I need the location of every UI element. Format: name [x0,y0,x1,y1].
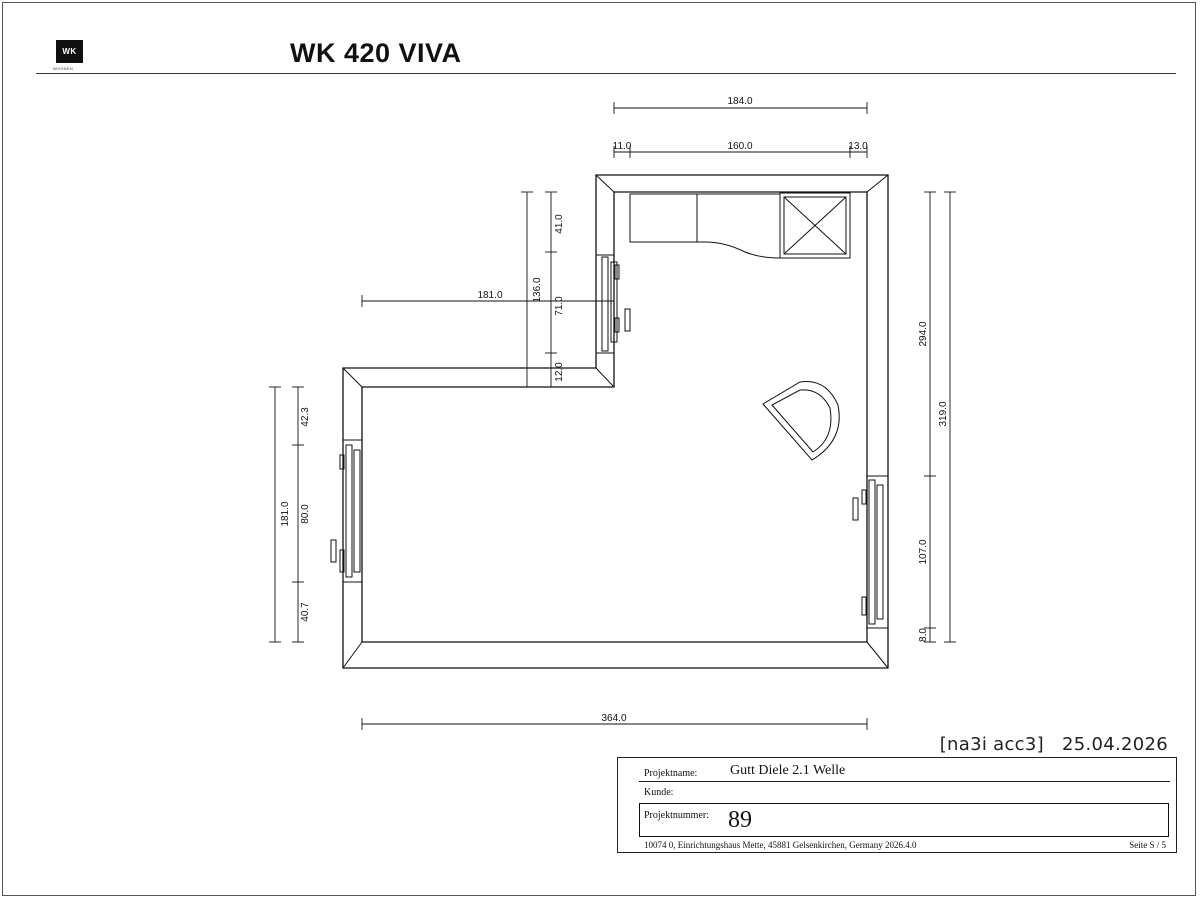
brand-logo: WK [56,40,83,63]
armchair-outer [762,380,840,461]
dim-label-top-overall: 184.0 [727,96,752,107]
dim-label-top-mid: 160.0 [727,141,752,152]
title-block-rule [639,781,1170,782]
door-handle [339,454,345,470]
left-wall-door [330,439,362,583]
door-leaf [353,449,361,573]
dimension-lines [269,102,956,730]
sideboard-body [629,193,781,259]
dim-label-alcove-41: 41.0 [554,214,565,234]
wall-corner-line [595,367,615,388]
wall-corner-line [342,641,363,669]
door-handle [614,317,620,333]
header-divider [36,73,1176,74]
project-number-label: Projektnummer: [644,810,709,821]
project-number-value: 89 [728,807,752,833]
stamp-code: [na3i acc3] [939,734,1044,755]
wall-corner-line [595,174,615,193]
dim-label-right-8: 8.0 [918,628,929,642]
brand-logo-subtitle: WOHNEN [53,66,74,71]
square-cabinet-cross [783,196,847,255]
room-walls [342,174,889,669]
title-block: Projektname: Gutt Diele 2.1 Welle Kunde:… [617,757,1177,853]
door-handle [330,539,337,563]
revision-stamp: [na3i acc3] 25.04.2026 [940,734,1168,755]
dim-label-alcove-136: 136.0 [532,277,543,302]
dim-label-bottom-overall: 364.0 [601,713,626,724]
title-block-footer-address: 10074 0, Einrichtungshaus Mette, 45881 G… [644,840,917,850]
dim-label-alcove-12: 12.0 [554,362,565,382]
armchair-inner [771,389,832,453]
dim-label-left-80: 80.0 [300,504,311,524]
dim-label-top-left: 11.0 [613,141,632,152]
door-leaf [876,484,884,620]
dim-label-left-181: 181.0 [280,501,291,526]
right-wall-door [852,475,888,629]
wall-outer-outline [342,174,889,669]
dim-label-right-107: 107.0 [918,539,929,564]
project-number-box [639,803,1169,837]
door-handle [624,308,631,332]
door-handle [861,489,867,505]
dimension-labels: 184.0 11.0 160.0 13.0 41.0 136.0 71.0 12… [280,96,949,724]
dim-label-right-319: 319.0 [938,401,949,426]
dim-label-alcove-width: 181.0 [477,290,502,301]
customer-label: Kunde: [644,787,674,798]
armchair [762,380,840,461]
door-handle [339,549,345,573]
door-leaf [601,256,609,352]
wall-corner-line [866,641,889,669]
door-handle [852,497,859,521]
stamp-date: 25.04.2026 [1061,734,1168,755]
door-handle [861,596,867,616]
title-block-footer-page: Seite S / 5 [1129,840,1166,850]
square-cabinet [779,192,851,259]
document-title: WK 420 VIVA [290,38,462,68]
wall-corner-line [342,367,363,388]
door-leaf [610,261,618,343]
wall-inner-outline [361,191,868,643]
door-leaf [345,444,353,578]
sideboard-unit [629,192,851,259]
dim-label-right-294: 294.0 [918,321,929,346]
dim-label-left-40: 40.7 [300,602,311,622]
dim-label-left-42: 42.3 [300,407,311,427]
alcove-door [596,254,631,354]
wall-corner-line [866,174,889,193]
project-name-value: Gutt Diele 2.1 Welle [730,763,846,778]
door-leaf [868,479,876,625]
project-name-label: Projektname: [644,768,698,779]
dim-label-alcove-71: 71.0 [554,296,565,316]
door-handle [614,264,620,280]
dim-label-top-right: 13.0 [848,141,868,152]
square-cabinet-inner [783,196,847,255]
